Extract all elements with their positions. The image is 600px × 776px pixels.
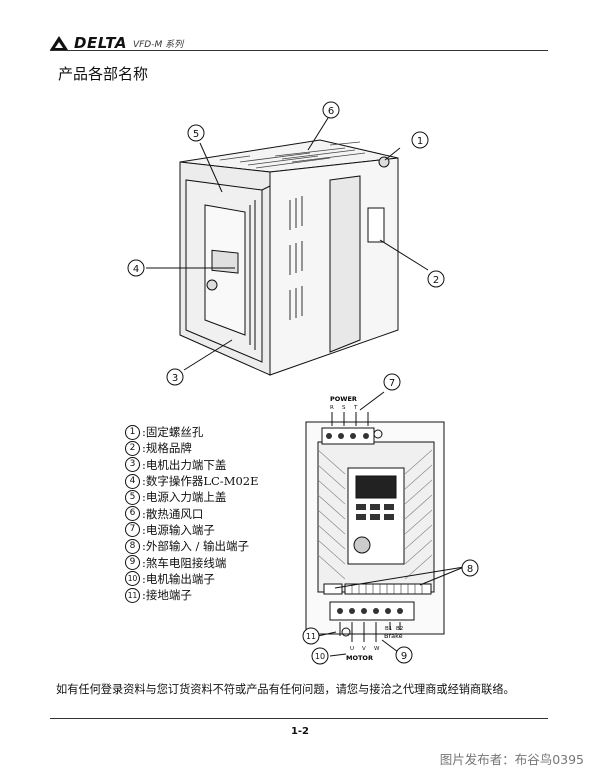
top-vents — [219, 141, 366, 169]
callout-9: 9 — [395, 646, 413, 664]
footer-rule — [50, 718, 548, 719]
front-keypad-display — [355, 475, 397, 499]
svg-text:5: 5 — [193, 129, 199, 140]
legend-text: :数字操作器LC-M02E — [142, 474, 259, 489]
callout-1: 1 — [411, 131, 429, 149]
legend-item: 10:电机输出端子 — [125, 571, 259, 587]
svg-text:9: 9 — [401, 651, 407, 662]
motor-pin-u: U — [350, 646, 354, 652]
brake-pin-b1: B1 — [385, 626, 392, 632]
legend-text: :散热通风口 — [142, 506, 204, 521]
delta-logo-icon — [50, 36, 68, 50]
header-brand: DELTA VFD-M 系列 — [50, 34, 183, 52]
power-pin-s: S — [342, 405, 346, 411]
legend-number: 3 — [125, 457, 140, 473]
legend-item: 6:散热通风口 — [125, 505, 259, 522]
svg-text:4: 4 — [133, 264, 139, 275]
power-pin-t: T — [353, 405, 358, 411]
legend-text: :电机出力端下盖 — [142, 457, 227, 472]
screw-hole — [378, 156, 390, 168]
legend-text: :电机输出端子 — [142, 571, 215, 586]
page-title: 产品各部名称 — [58, 65, 149, 83]
legend-text: :电源输入端子 — [142, 522, 215, 537]
callout-10: 10 — [311, 647, 329, 665]
callout-3: 3 — [166, 368, 184, 386]
legend-item: 7:电源输入端子 — [125, 522, 259, 538]
legend-number: 2 — [125, 440, 140, 456]
power-ground-icon — [373, 429, 383, 439]
motor-pin-w: W — [374, 646, 380, 652]
legend-number: 9 — [125, 555, 140, 571]
power-label: POWER — [330, 395, 357, 403]
legend-item: 3:电机出力端下盖 — [125, 457, 259, 473]
legend-number: 4 — [125, 473, 140, 489]
motor-label: MOTOR — [346, 654, 373, 662]
legend-text: :煞车电阻接线端 — [142, 555, 227, 570]
callout-2: 2 — [427, 270, 445, 288]
io-jumper — [323, 583, 343, 595]
legend-number: 11 — [125, 587, 140, 603]
io-terminal-strip — [344, 583, 432, 595]
series-label: VFD-M 系列 — [132, 39, 184, 50]
svg-text:6: 6 — [328, 106, 334, 117]
legend-text: :外部输入 / 输出端子 — [142, 539, 250, 554]
legend-item: 2:规格品牌 — [125, 440, 259, 456]
legend-text: :接地端子 — [142, 588, 192, 603]
callout-6: 6 — [322, 101, 340, 119]
legend-item: 11:接地端子 — [125, 587, 259, 603]
parts-legend: 1:固定螺丝孔 2:规格品牌 3:电机出力端下盖 4:数字操作器LC-M02E … — [125, 424, 259, 603]
callout-11: 11 — [302, 627, 320, 645]
watermark: 图片发布者：布谷鸟0395 — [439, 752, 584, 767]
legend-number: 5 — [125, 489, 140, 505]
brake-pin-b2: B2 — [396, 626, 403, 632]
side-vents — [289, 196, 303, 320]
legend-number: 1 — [125, 424, 140, 440]
motor-pin-v: V — [362, 646, 366, 652]
brand-name: DELTA — [74, 34, 127, 52]
legend-text: :电源入力端上盖 — [142, 490, 227, 505]
callout-8: 8 — [461, 559, 479, 577]
svg-text:10: 10 — [315, 652, 325, 661]
legend-number: 10 — [125, 571, 140, 587]
legend-item: 1:固定螺丝孔 — [125, 424, 259, 440]
svg-text:8: 8 — [467, 564, 473, 575]
product-diagram: R S T U V W B1 B2 POWER Brake MOTOR 1 2 … — [127, 101, 479, 665]
callout-7: 7 — [383, 373, 401, 391]
legend-number: 8 — [125, 538, 140, 554]
callout-4: 4 — [127, 259, 145, 277]
front-keypad-knob — [353, 536, 371, 554]
legend-number: 7 — [125, 522, 140, 538]
power-pin-r: R — [330, 405, 334, 411]
brake-label: Brake — [384, 632, 403, 640]
rating-label — [367, 207, 385, 243]
motor-terminal-block — [329, 601, 415, 621]
front-fins — [317, 449, 433, 580]
svg-text:3: 3 — [172, 373, 178, 384]
svg-text:11: 11 — [306, 632, 316, 641]
contact-note: 如有任何登录资料与您订货资料不符或产品有任何问题，请您与接洽之代理商或经销商联络… — [56, 683, 515, 696]
legend-item: 9:煞车电阻接线端 — [125, 554, 259, 571]
legend-item: 8:外部输入 / 输出端子 — [125, 538, 259, 554]
legend-text: :固定螺丝孔 — [142, 425, 204, 440]
legend-number: 6 — [125, 506, 140, 522]
header-rule — [50, 50, 548, 51]
motor-ground-icon — [341, 627, 351, 637]
legend-text: :规格品牌 — [142, 441, 192, 456]
keypad-display — [211, 249, 239, 274]
legend-item: 4:数字操作器LC-M02E — [125, 473, 259, 489]
svg-text:2: 2 — [433, 275, 439, 286]
page-number: 1-2 — [290, 726, 310, 737]
svg-text:7: 7 — [389, 378, 395, 389]
legend-item: 5:电源入力端上盖 — [125, 489, 259, 505]
keypad-knob — [206, 279, 218, 291]
svg-text:1: 1 — [417, 136, 423, 147]
callout-5: 5 — [187, 124, 205, 142]
